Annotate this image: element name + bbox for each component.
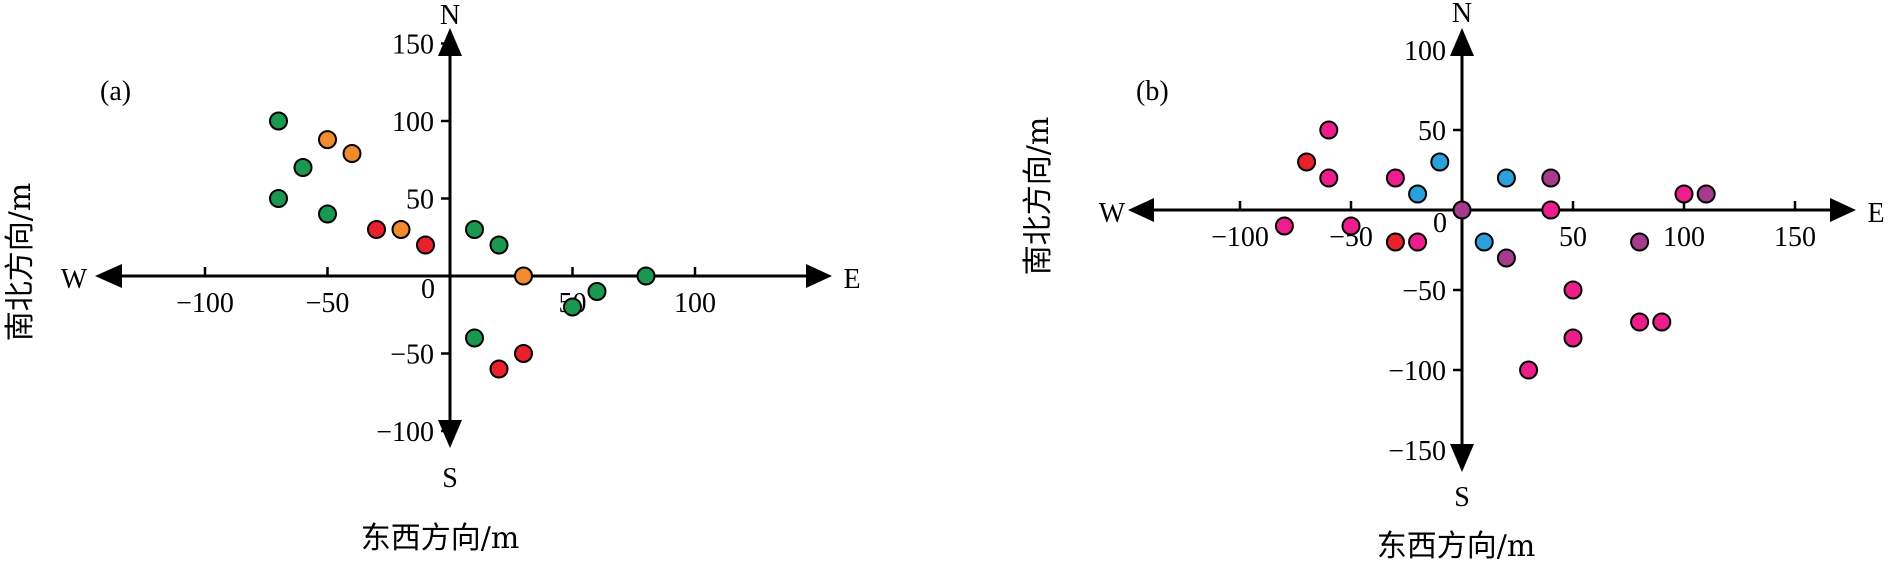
panel-b-east-arrow xyxy=(1830,198,1856,222)
panel-a-east-label: E xyxy=(843,264,860,295)
panel-b-point-s3-4 xyxy=(1696,184,1716,204)
panel-a-ytick-label-2: 50 xyxy=(406,185,434,216)
panel-b-point-s0-0 xyxy=(1319,120,1339,140)
panel-b-point-s0-1 xyxy=(1319,168,1339,188)
panel-b-north-arrow xyxy=(1450,28,1474,56)
panel-b-west-label: W xyxy=(1099,198,1126,229)
panel-b-y-title: 南北方向/m xyxy=(1021,117,1056,276)
panel-b-point-s2-1 xyxy=(1408,184,1428,204)
panel-b-point-s3-1 xyxy=(1452,200,1472,220)
panel-b-west-arrow xyxy=(1128,198,1154,222)
panel-a-point-s1-1 xyxy=(342,144,362,164)
panel-b-origin-label: 0 xyxy=(1433,208,1447,239)
panel-a-xtick-label-1: −50 xyxy=(306,288,350,319)
panel-b-ytick-label-3: −100 xyxy=(1388,356,1446,387)
panel-a-point-s0-7 xyxy=(563,297,582,317)
panel-b-ytick-label-0: 100 xyxy=(1404,36,1446,67)
panel-b-xtick-label-0: −100 xyxy=(1211,222,1269,253)
panel-a-south-label: S xyxy=(442,463,458,494)
panel-b-xtick-label-2: 50 xyxy=(1559,222,1587,253)
panel-a-point-s0-3 xyxy=(318,204,337,224)
panel-b-point-s0-11 xyxy=(1652,312,1672,332)
panel-a-point-s1-2 xyxy=(391,220,411,239)
panel-a-point-s1-0 xyxy=(318,130,337,150)
panel-a-x-title: 东西方向/m xyxy=(361,521,520,556)
panel-b-south-label: S xyxy=(1454,482,1470,513)
panel-a-axes xyxy=(95,28,832,448)
panel-b-point-s2-3 xyxy=(1474,232,1494,252)
panel-a-east-arrow xyxy=(806,264,832,288)
panel-a-y-title: 南北方向/m xyxy=(3,183,38,342)
panel-b-north-label: N xyxy=(1452,0,1472,29)
panel-a-point-s0-9 xyxy=(636,266,656,286)
panel-b-label: (b) xyxy=(1136,76,1169,107)
panel-b-xtick-label-4: 150 xyxy=(1774,222,1816,253)
panel-b-point-s2-2 xyxy=(1496,168,1516,188)
panel-b-point-s1-0 xyxy=(1297,152,1317,172)
panel-b-points xyxy=(1274,120,1716,380)
panel-b-ytick-label-2: −50 xyxy=(1402,276,1446,307)
panel-b-point-s2-0 xyxy=(1430,152,1450,172)
panel-b-point-s0-8 xyxy=(1563,280,1583,300)
panel-a-point-s0-6 xyxy=(465,328,484,348)
panel-a-north-arrow xyxy=(438,28,462,56)
panel-a-point-s0-4 xyxy=(465,220,484,239)
panel-b-point-s0-4 xyxy=(1274,216,1294,236)
panel-a-point-s0-1 xyxy=(293,158,313,177)
panel-b-point-s0-12 xyxy=(1519,360,1539,380)
panel-a-ytick-label-0: 150 xyxy=(392,30,434,61)
panel-b-point-s0-3 xyxy=(1541,200,1561,220)
panel-a-point-s2-0 xyxy=(367,220,386,239)
panel-a-label: (a) xyxy=(100,76,131,107)
panel-a-south-arrow xyxy=(438,420,462,448)
panel-b-point-s3-2 xyxy=(1496,248,1516,268)
panel-b-point-s0-10 xyxy=(1630,312,1650,332)
panel-a-xtick-label-0: −100 xyxy=(176,288,234,319)
panel-a-west-arrow xyxy=(95,264,122,288)
panel-a-point-s0-5 xyxy=(489,235,509,255)
panel-b-point-s3-3 xyxy=(1630,232,1650,252)
panel-a-ytick-label-4: −100 xyxy=(376,417,434,448)
panel-a-point-s2-2 xyxy=(489,359,509,379)
panel-a-point-s0-2 xyxy=(269,189,288,208)
panel-b-point-s0-6 xyxy=(1408,232,1428,252)
panel-b-point-s3-0 xyxy=(1541,168,1561,188)
panel-b-south-arrow xyxy=(1450,444,1474,472)
panel-a-ytick-label-3: −50 xyxy=(390,340,434,371)
panel-a-point-s2-1 xyxy=(416,235,435,255)
panel-a-origin-label: 0 xyxy=(421,274,435,305)
panel-b-point-s0-2 xyxy=(1385,168,1405,188)
panel-b-point-s1-1 xyxy=(1385,232,1405,252)
panel-b-xtick-label-3: 100 xyxy=(1663,222,1705,253)
panel-a-west-label: W xyxy=(61,264,88,295)
panel-b-point-s0-7 xyxy=(1674,184,1694,204)
panel-b-point-s0-5 xyxy=(1341,216,1361,236)
panel-a-point-s2-3 xyxy=(514,344,533,363)
panel-a: (a) N S W E 0 −100−505010015010050−50−10… xyxy=(3,0,861,556)
panel-b-ytick-label-4: −150 xyxy=(1388,436,1446,467)
panel-a-point-s1-3 xyxy=(514,266,533,286)
panel-a-point-s0-0 xyxy=(269,111,288,131)
panel-b-east-label: E xyxy=(1867,198,1884,229)
panel-b-x-title: 东西方向/m xyxy=(1377,529,1536,563)
panel-a-ytick-label-1: 100 xyxy=(392,107,434,138)
panel-a-points xyxy=(269,111,656,379)
panel-b-point-s0-9 xyxy=(1563,328,1583,348)
panel-b-axes xyxy=(1128,28,1856,472)
panel-a-north-label: N xyxy=(440,0,460,31)
panel-a-point-s0-8 xyxy=(587,282,607,301)
panel-a-xtick-label-3: 100 xyxy=(674,288,716,319)
panel-b-ytick-label-1: 50 xyxy=(1418,116,1446,147)
